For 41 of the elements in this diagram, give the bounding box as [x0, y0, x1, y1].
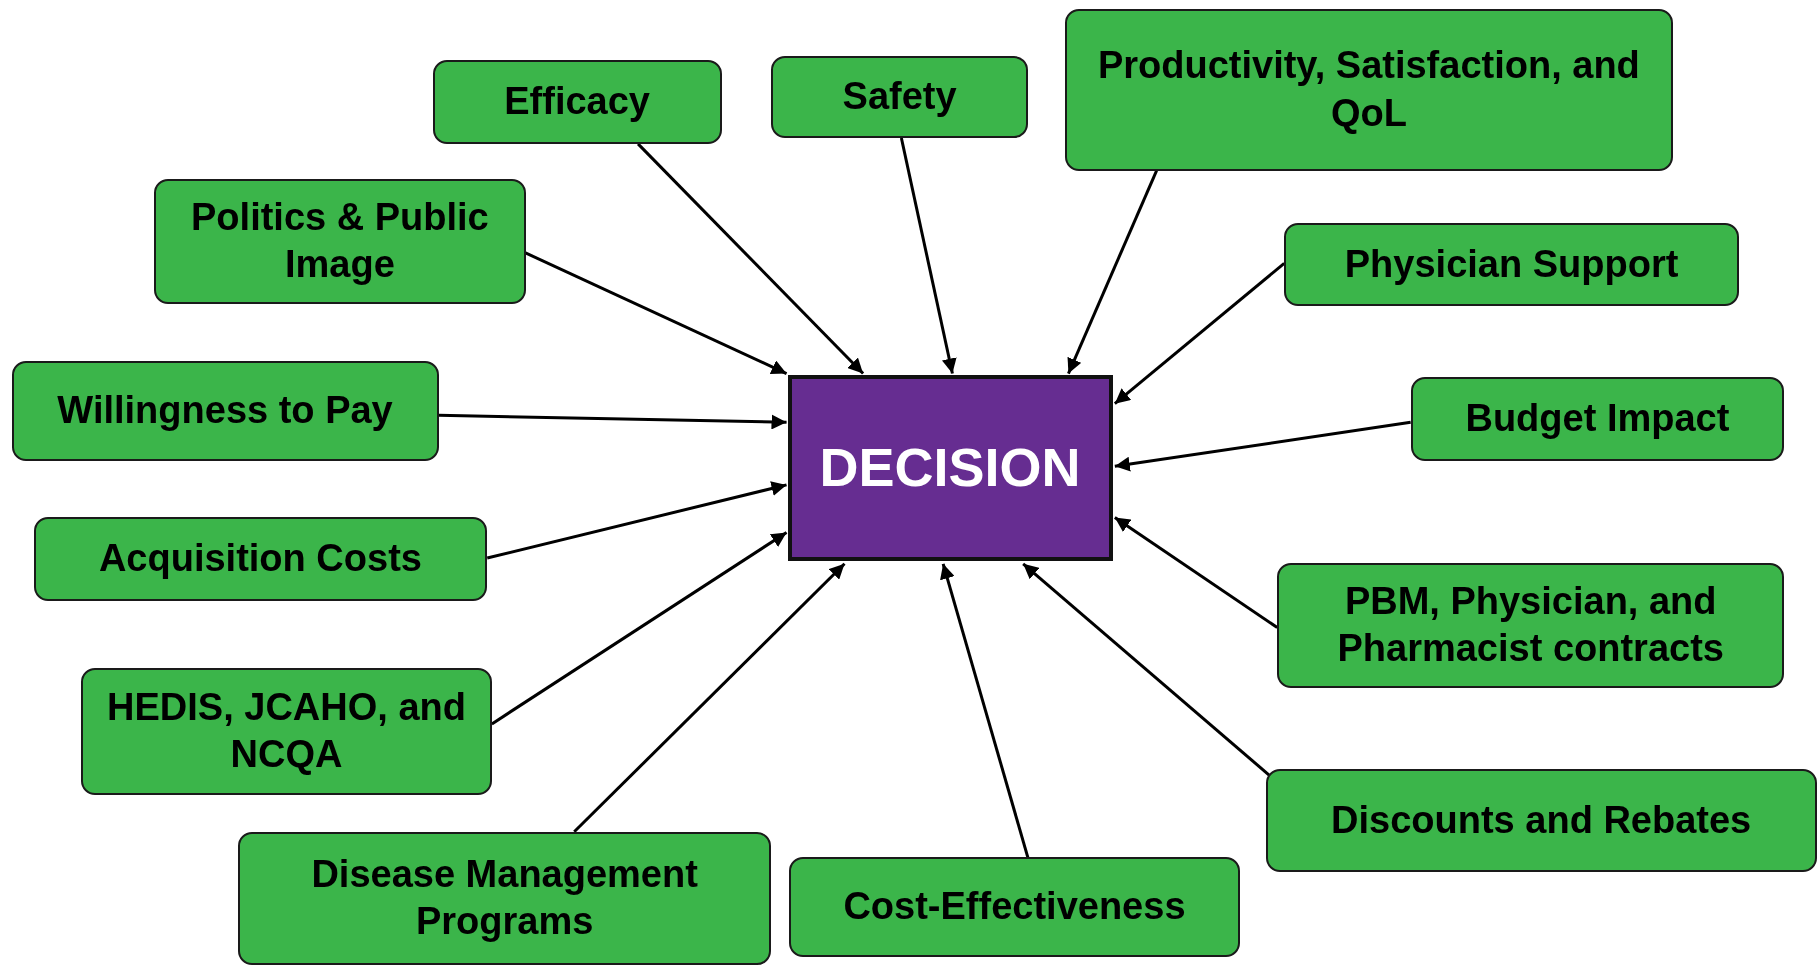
factor-box	[432, 60, 722, 144]
decision-box	[787, 374, 1113, 562]
arrow	[636, 142, 865, 375]
factor-label: Disease Management Programs	[310, 851, 699, 945]
factor-box	[81, 668, 492, 795]
arrow	[899, 137, 957, 374]
factor-label: Willingness to Pay	[56, 387, 394, 433]
arrow	[1113, 262, 1286, 405]
factor-box	[1064, 9, 1673, 171]
factor-label: Discounts and Rebates	[1330, 798, 1753, 843]
arrow	[524, 251, 788, 375]
factor-label: Efficacy	[503, 79, 651, 125]
decision-label: DECISION	[818, 436, 1082, 500]
arrow	[486, 481, 787, 560]
arrow	[1114, 516, 1279, 629]
arrow	[438, 413, 787, 430]
factor-label: Productivity, Satisfaction, and QoL	[1096, 43, 1641, 136]
arrow	[1022, 562, 1272, 778]
factor-label: Acquisition Costs	[97, 536, 423, 582]
arrow	[940, 563, 1030, 858]
factor-box	[237, 831, 772, 966]
factor-box	[771, 55, 1028, 139]
arrow	[1067, 169, 1158, 375]
factor-label: Safety	[841, 74, 958, 120]
factor-label: Budget Impact	[1464, 396, 1731, 441]
factor-label: Politics & Public Image	[190, 194, 490, 288]
arrow	[1114, 420, 1411, 472]
factor-box	[11, 360, 439, 461]
arrow	[573, 562, 846, 833]
factor-box	[33, 517, 488, 601]
factor-label: Cost-Effectiveness	[842, 884, 1187, 930]
factor-box	[154, 178, 526, 304]
factor-box	[1284, 222, 1739, 307]
factor-box	[1277, 562, 1785, 688]
factor-box	[1410, 377, 1785, 461]
factor-box	[1265, 769, 1817, 873]
factor-label: Physician Support	[1343, 241, 1680, 287]
factor-label: PBM, Physician, and Pharmacist contracts	[1336, 578, 1725, 672]
arrow	[491, 531, 788, 726]
factor-box	[788, 857, 1241, 958]
factor-label: HEDIS, JCAHO, and NCQA	[106, 684, 467, 778]
